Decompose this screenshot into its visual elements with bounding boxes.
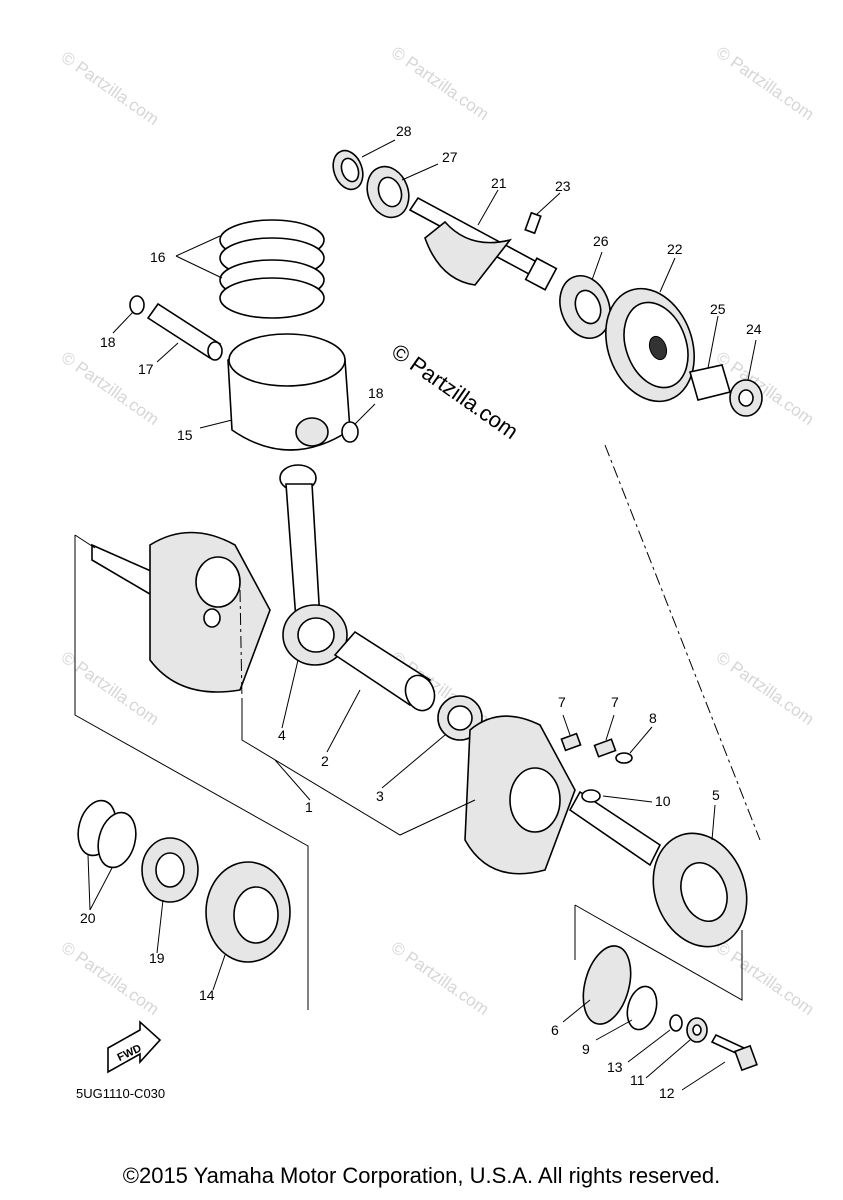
crankshaft-left-1 (91, 531, 271, 693)
callout-4: 4 (278, 727, 286, 743)
callout-16: 16 (150, 249, 166, 265)
callout-6: 6 (551, 1022, 559, 1038)
assembly-lines (74, 444, 761, 1010)
callout-28: 28 (396, 123, 412, 139)
watermark: © Partzilla.com (58, 648, 163, 729)
callout-13: 13 (607, 1059, 623, 1075)
bearing-26 (559, 275, 611, 339)
callout-24: 24 (746, 321, 762, 337)
key-23 (524, 211, 542, 235)
callout-1: 1 (305, 799, 313, 815)
diagram-code: 5UG1110-C030 (76, 1086, 165, 1101)
circlip-18-right (341, 421, 359, 443)
callout-18-right: 18 (368, 385, 384, 401)
center-watermark: © Partzilla.com (387, 339, 523, 445)
lock-washer-25 (688, 364, 732, 401)
o-ring-13 (669, 1014, 683, 1032)
collar-19 (141, 837, 199, 903)
watermark: © Partzilla.com (713, 43, 818, 124)
watermark: © Partzilla.com (58, 348, 163, 429)
crank-pin-2 (333, 630, 436, 712)
washer-11 (686, 1017, 708, 1043)
callout-10: 10 (655, 793, 671, 809)
fwd-arrow-icon: FWD (107, 1020, 162, 1074)
bolt-12 (710, 1033, 758, 1072)
callout-23: 23 (555, 178, 571, 194)
callout-3: 3 (376, 788, 384, 804)
piston-15 (227, 333, 351, 451)
callout-25: 25 (710, 301, 726, 317)
callout-26: 26 (593, 233, 609, 249)
key-10 (581, 789, 601, 803)
callout-21: 21 (491, 175, 507, 191)
copyright-notice: ©2015 Yamaha Motor Corporation, U.S.A. A… (122, 1163, 721, 1188)
callout-22: 22 (667, 241, 683, 257)
callout-14: 14 (199, 987, 215, 1003)
balancer-driven-gear-22 (605, 287, 695, 403)
nut-24 (729, 379, 763, 417)
circlip-9 (626, 985, 658, 1031)
watermark: © Partzilla.com (58, 48, 163, 129)
callout-7-a: 7 (558, 694, 566, 710)
callout-12: 12 (659, 1085, 675, 1101)
spring-7-b (593, 738, 617, 758)
callout-15: 15 (177, 427, 193, 443)
bearing-14 (205, 861, 291, 963)
watermark: © Partzilla.com (388, 43, 493, 124)
balancer-shaft-21 (408, 196, 558, 291)
callout-17: 17 (138, 361, 154, 377)
rings-20 (77, 799, 137, 869)
callout-9: 9 (582, 1041, 590, 1057)
callout-27: 27 (442, 149, 458, 165)
piston-rings-16 (219, 219, 325, 319)
callout-18-left: 18 (100, 334, 116, 350)
primary-drive-gear-5 (652, 832, 748, 948)
watermark: © Partzilla.com (713, 938, 818, 1019)
oil-seal-28 (332, 149, 364, 191)
bearing-27 (366, 165, 410, 219)
leader-lines (87, 139, 757, 1091)
watermark: © Partzilla.com (713, 648, 818, 729)
pin-8 (615, 752, 633, 764)
callout-11: 11 (630, 1072, 645, 1088)
callout-7-b: 7 (611, 694, 619, 710)
watermark: © Partzilla.com (58, 938, 163, 1019)
watermark: © Partzilla.com (388, 938, 493, 1019)
callout-19: 19 (149, 950, 165, 966)
circlip-18-left (129, 295, 145, 315)
callout-labels: 1 2 3 4 5 6 7 7 8 9 10 11 12 13 14 15 16… (80, 123, 762, 1101)
crankshaft-right (464, 715, 662, 875)
callout-20: 20 (80, 910, 96, 926)
plate-6 (582, 945, 632, 1025)
callout-2: 2 (321, 753, 329, 769)
connecting-rod-4 (279, 464, 348, 666)
piston-pin-17 (146, 302, 223, 361)
spring-7-a (560, 732, 582, 752)
callout-5: 5 (712, 787, 720, 803)
callout-8: 8 (649, 710, 657, 726)
